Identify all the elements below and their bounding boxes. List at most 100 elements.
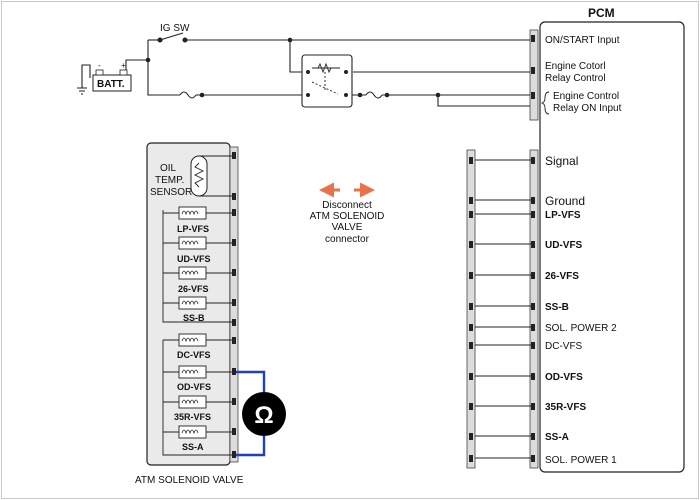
pcm-pin-label: 26-VFS: [545, 271, 579, 282]
pcm-pin-label: ON/START Input: [545, 35, 620, 46]
pcm-pin-label: OD-VFS: [545, 372, 583, 383]
pcm-pin-marker: [531, 35, 535, 42]
disconnect-line2: ATM SOLENOID: [310, 211, 385, 222]
ohmmeter-body: [242, 392, 286, 436]
pcm-pin-label: SS-B: [545, 302, 569, 313]
pcm-connector-top: [529, 29, 539, 121]
pcm-pin-marker: [531, 272, 535, 279]
pcm-pin-label: Signal: [545, 154, 578, 168]
sensor-label-line2: TEMP.: [155, 175, 184, 186]
pcm-pin-marker: [531, 373, 535, 380]
solenoid-label: SS-B: [183, 313, 205, 323]
pcm-pin-marker: [531, 211, 535, 218]
common-bus: [162, 340, 232, 456]
pcm-pin-marker: [531, 241, 535, 248]
battery-label: BATT.: [97, 79, 125, 90]
pcm-pin-label: Ground: [545, 194, 585, 208]
harness-connector: [466, 149, 531, 469]
pcm-pin-marker: [531, 92, 535, 99]
pcm-pin-label: SS-A: [545, 432, 569, 443]
valve-connector-pins: [232, 152, 236, 458]
relay-pin: [306, 70, 310, 74]
pcm-pin-marker: [531, 455, 535, 462]
ig-switch-blade: [159, 32, 184, 41]
battery: BATT. - +: [92, 61, 132, 92]
solenoid-label: UD-VFS: [177, 254, 211, 264]
relay-pin: [306, 93, 310, 97]
battery-box: [92, 74, 132, 92]
pcm-pin-marker: [531, 157, 535, 164]
solenoid-coil: [178, 365, 207, 379]
solenoid-coil: [178, 266, 207, 280]
sensor-label-line3: SENSOR: [150, 187, 192, 198]
pcm-pin-label: SOL. POWER 2: [545, 323, 617, 334]
disconnect-line1: Disconnect: [322, 200, 372, 211]
relay-box: [301, 54, 353, 108]
atm-solenoid-valve: OIL TEMP. SENSOR LP-VFS UD-V: [135, 142, 244, 486]
pcm-pin-label: Engine Control: [553, 91, 619, 102]
relay-on-feed: [437, 95, 530, 107]
relay-pin: [344, 93, 348, 97]
sensor-resistor: [193, 162, 205, 188]
pcm-pin-label: LP-VFS: [545, 210, 581, 221]
junction-dots: [145, 37, 441, 98]
ohm-symbol-icon: Ω: [254, 402, 273, 429]
pcm-pin-marker: [531, 324, 535, 331]
pcm-bracket: [540, 91, 550, 115]
pcm-pin-label: 35R-VFS: [545, 402, 586, 413]
relay-pin: [344, 70, 348, 74]
engine-control-relay: [301, 54, 353, 108]
pcm-pin-marker: [531, 433, 535, 440]
disconnect-note: Disconnect ATM SOLENOID VALVE connector: [310, 182, 385, 245]
harness-wires: [475, 159, 531, 459]
battery-feed: [147, 40, 180, 96]
relay-coil: [312, 62, 340, 74]
battery-terminal-minus: [95, 69, 104, 76]
solenoid-coil: [178, 296, 207, 310]
solenoid-coil: [178, 425, 207, 439]
fuse-2: [365, 91, 383, 99]
valve-label: ATM SOLENOID VALVE: [135, 475, 244, 486]
battery-terminal-plus: [119, 69, 128, 76]
sensor-body: [190, 155, 208, 197]
fuse-1: [179, 91, 197, 99]
relay-coil-feed: [289, 40, 305, 73]
pcm-module: PCM ON/START Input Engine Cotorl Relay C…: [529, 6, 685, 473]
battery-minus: -: [98, 61, 101, 70]
sensor-wire: [199, 155, 232, 197]
pcm-box: [539, 21, 685, 473]
ground-symbol: [77, 87, 87, 95]
pcm-pin-marker: [531, 403, 535, 410]
pcm-pin-marker: [531, 303, 535, 310]
pcm-pin-label: Engine Cotorl: [545, 61, 606, 72]
ig-switch-label: IG SW: [160, 23, 190, 34]
oil-temp-sensor: OIL TEMP. SENSOR: [150, 155, 232, 198]
meter-lead-negative: [236, 436, 266, 457]
pcm-pin-label: DC-VFS: [545, 341, 583, 352]
solenoid-coil: [178, 236, 207, 250]
solenoid-coil: [178, 395, 207, 409]
disconnect-line4: connector: [325, 234, 370, 245]
battery-plus: +: [121, 61, 126, 70]
pcm-title: PCM: [588, 6, 615, 20]
harness-pins: [469, 157, 473, 462]
relay-switch: [311, 72, 339, 95]
battery-ground: [81, 64, 91, 88]
common-bus: [162, 210, 232, 323]
pcm-pin-label-line2: Relay Control: [545, 73, 606, 84]
pcm-pin-label: SOL. POWER 1: [545, 455, 617, 466]
ohmmeter: Ω: [236, 370, 286, 457]
solenoid-group-b: [162, 210, 232, 323]
pcm-pin-marker: [531, 67, 535, 74]
solenoid-label: SS-A: [182, 442, 204, 452]
solenoid-label: OD-VFS: [177, 382, 211, 392]
power-circuit: [77, 32, 530, 107]
solenoid-label: DC-VFS: [177, 350, 211, 360]
disconnect-line3: VALVE: [332, 222, 363, 233]
solenoid-coil: [178, 206, 207, 220]
solenoid-coil: [178, 333, 207, 347]
sensor-label-line1: OIL: [160, 163, 177, 174]
solenoid-label: 26-VFS: [178, 284, 209, 294]
pcm-pin-marker: [531, 197, 535, 204]
